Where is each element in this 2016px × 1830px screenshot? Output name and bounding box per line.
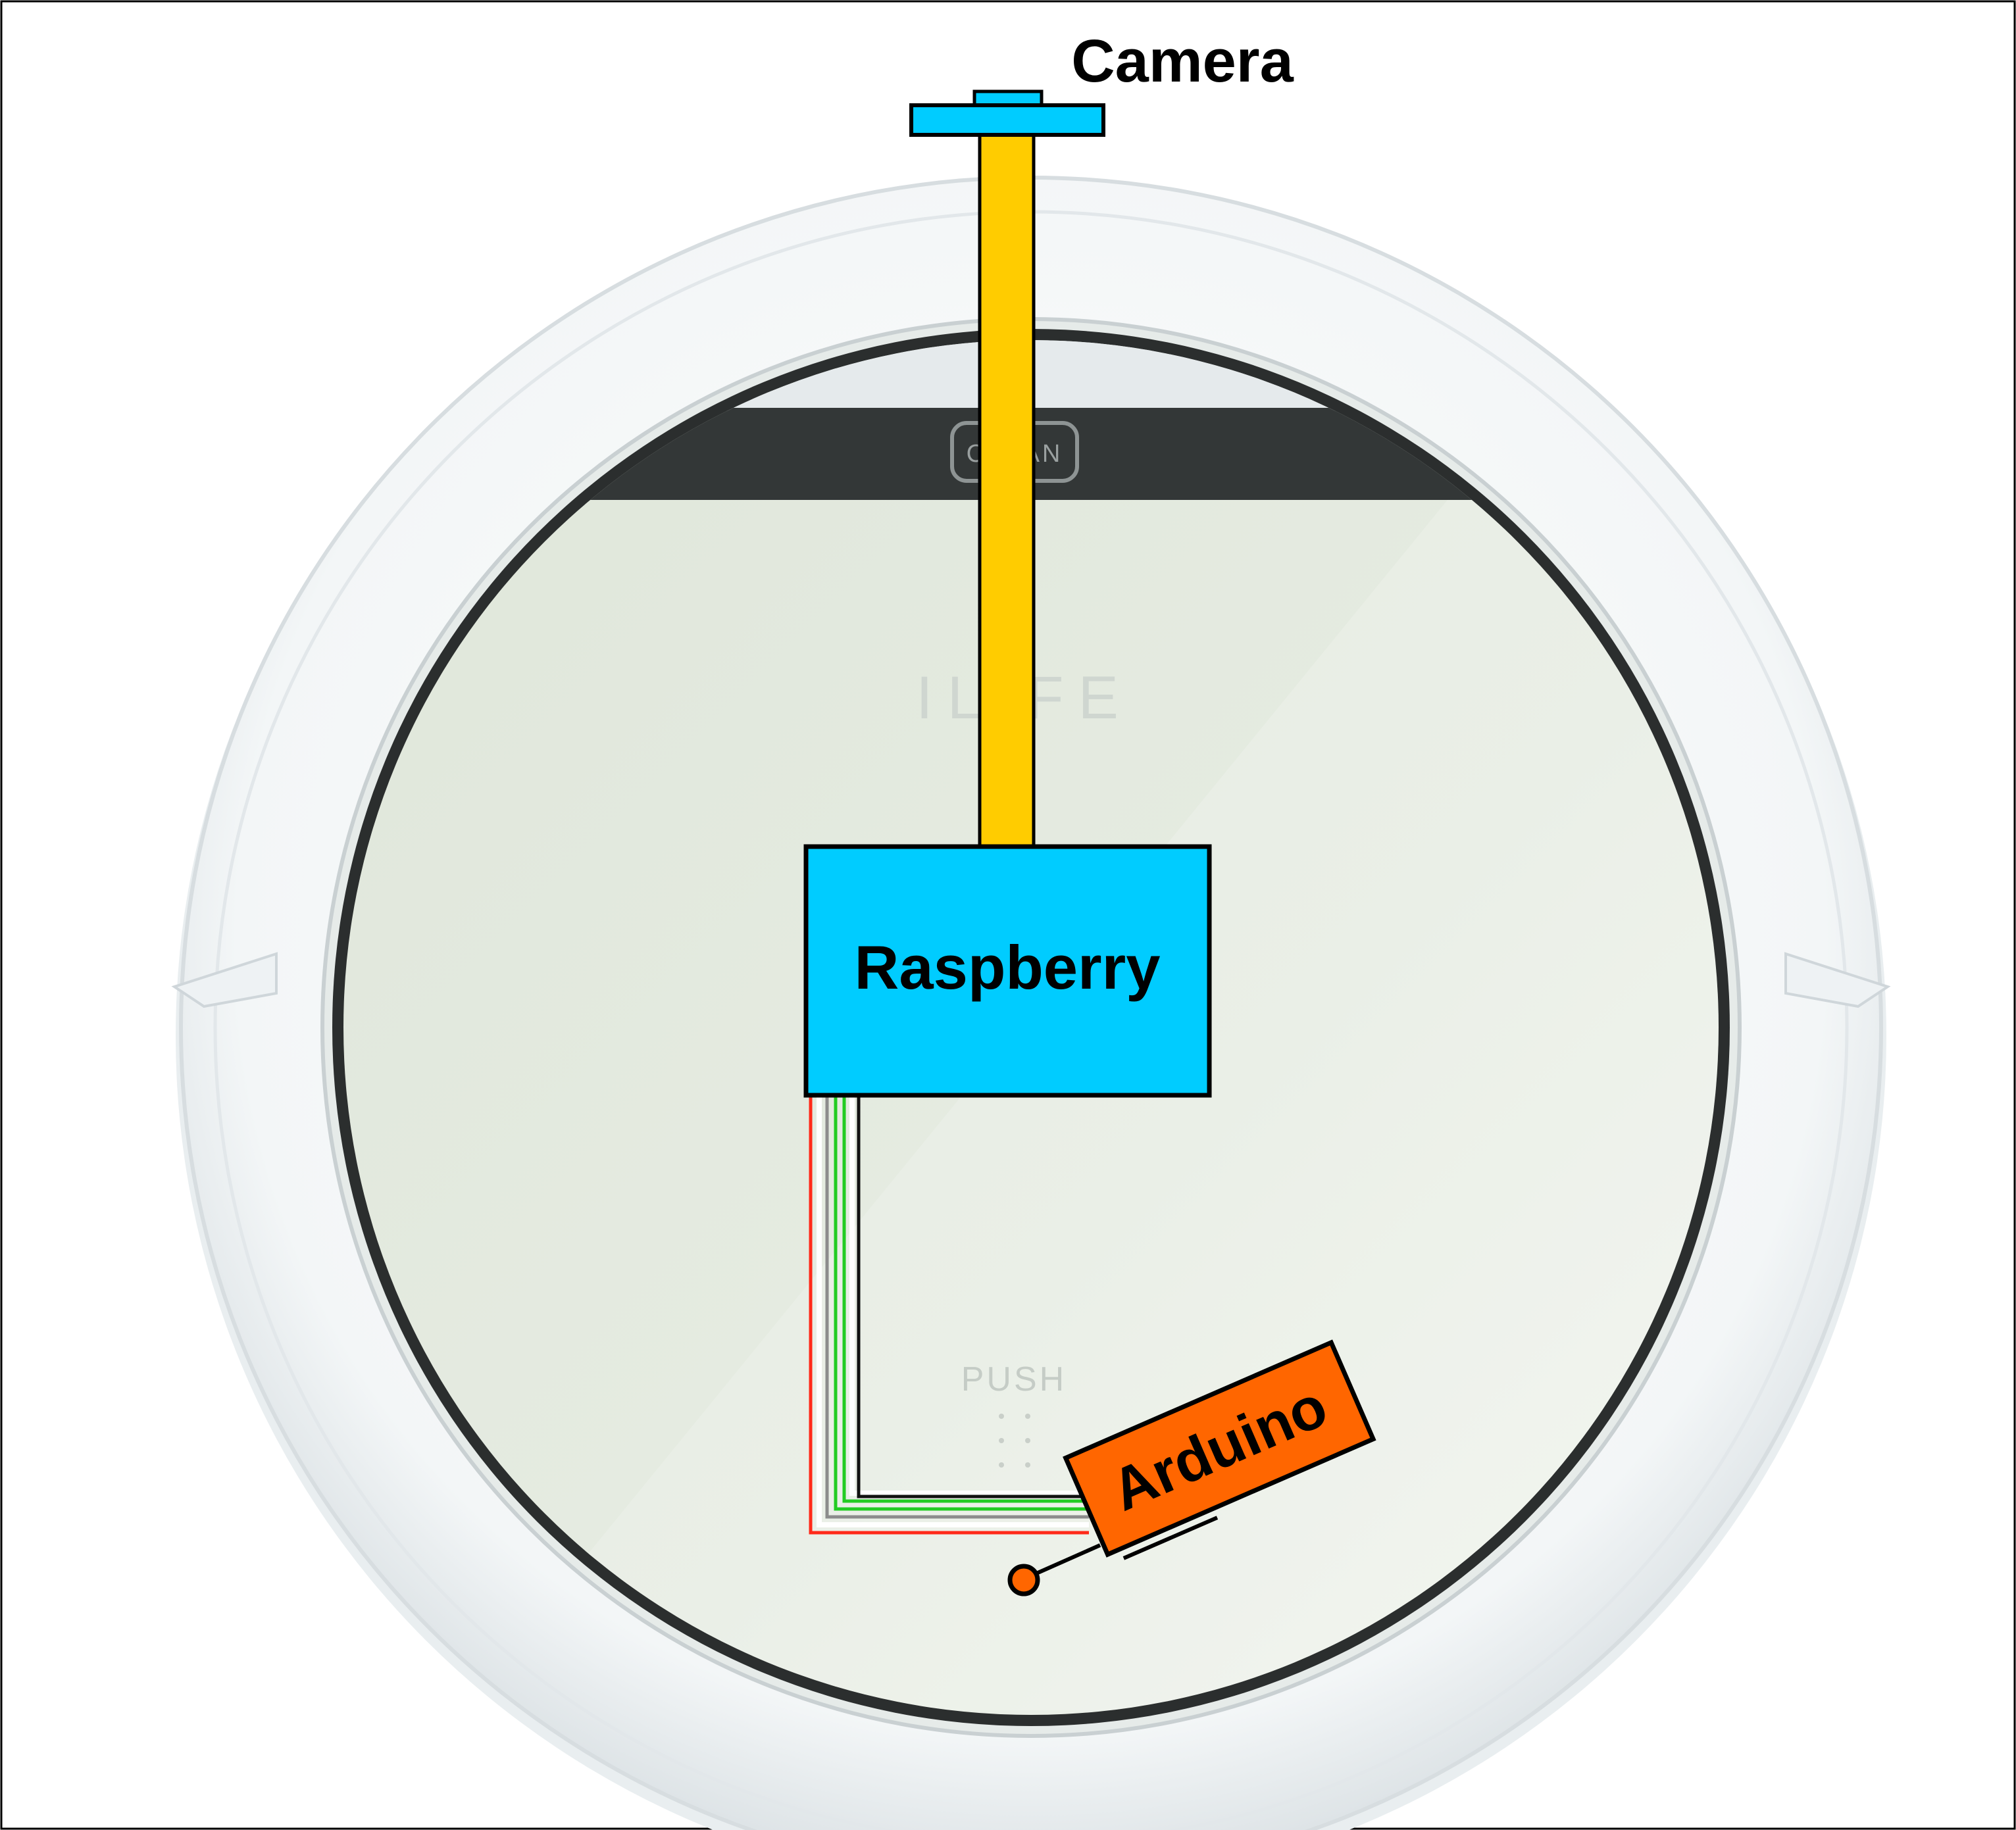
- arduino-lead: [1122, 1516, 1219, 1560]
- wire-white-inner: [849, 1095, 1089, 1496]
- camera-cable: [978, 133, 1036, 849]
- wire-red: [809, 1095, 1089, 1535]
- wire-green-outer: [834, 1095, 1089, 1511]
- push-dots: [999, 1414, 1030, 1468]
- camera-label: Camera: [1071, 28, 1294, 95]
- wire-green-inner: [842, 1095, 1089, 1503]
- raspberry-label: Raspberry: [855, 933, 1161, 1002]
- wire-white-outer: [817, 1095, 1089, 1527]
- wire-black: [857, 1095, 1089, 1498]
- arduino-sensor-node: [1007, 1564, 1040, 1596]
- camera-mount: [909, 103, 1105, 137]
- raspberry-box: [803, 844, 1212, 1098]
- push-label: PUSH: [961, 1360, 1067, 1398]
- wire-gray: [825, 1095, 1089, 1519]
- bumper-seam-left: [171, 952, 278, 1008]
- bumper-seam-right: [1784, 952, 1891, 1008]
- arduino-sensor-wire: [1035, 1543, 1101, 1575]
- arduino-box: [1063, 1339, 1376, 1558]
- glass-highlight: [461, 500, 1719, 1710]
- wire-bundle: [809, 1095, 1089, 1535]
